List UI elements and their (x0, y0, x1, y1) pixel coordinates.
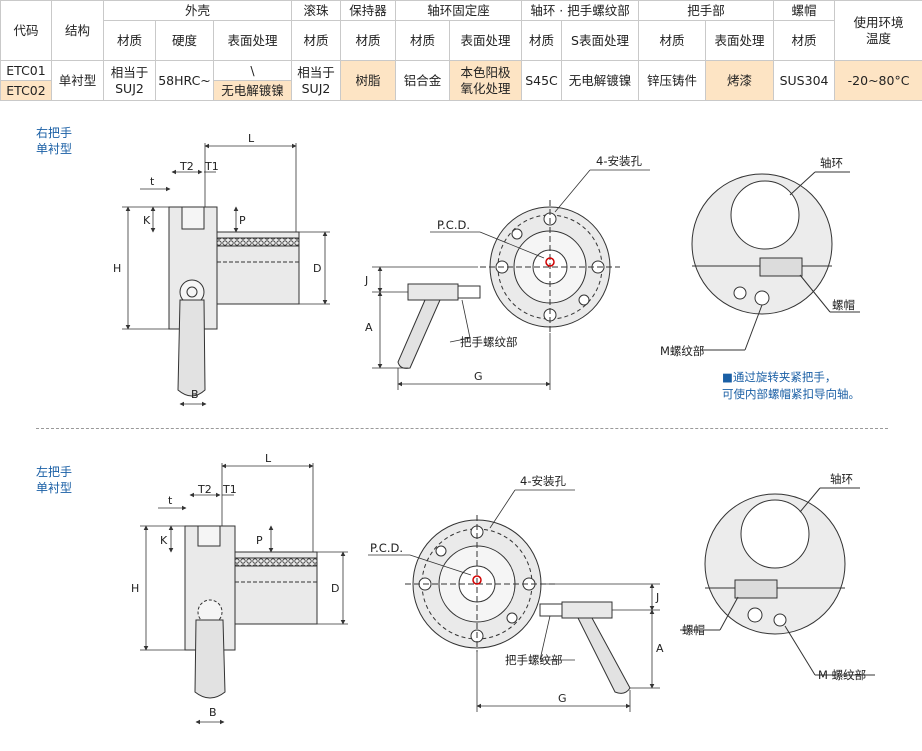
svg-text:t: t (150, 175, 155, 188)
shell-material: 相当于SUJ2 (103, 60, 156, 101)
svg-text:H: H (113, 262, 121, 275)
code-etc02: ETC02 (0, 80, 52, 101)
detail-view-right-labels: 轴环 螺帽 M螺纹部 (660, 156, 855, 358)
svg-text:B: B (191, 388, 199, 401)
sub-surface: 表面处理 (705, 20, 775, 61)
svg-text:M 螺纹部: M 螺纹部 (818, 668, 866, 682)
detail-view-left-labels: 轴环 螺帽 M 螺纹部 (682, 472, 866, 682)
svg-text:H: H (131, 582, 139, 595)
shell-surface-2: 无电解镀镍 (213, 80, 292, 101)
hdr-handle: 把手部 (638, 0, 775, 21)
svg-text:T1: T1 (204, 160, 219, 173)
svg-text:J: J (655, 591, 659, 604)
svg-text:P.C.D.: P.C.D. (370, 541, 403, 555)
section-caption-left: 左把手 单衬型 (36, 465, 73, 495)
svg-text:A: A (365, 321, 373, 334)
hdr-code: 代码 (0, 0, 52, 61)
sub-s-surface: S表面处理 (561, 20, 640, 61)
side-view-right-dims (122, 143, 330, 407)
sub-material: 材质 (638, 20, 707, 61)
handle-material: 锌压铸件 (638, 60, 707, 101)
side-view-left-dims (140, 463, 348, 725)
sub-material: 材质 (395, 20, 450, 61)
svg-text:4-安装孔: 4-安装孔 (596, 154, 642, 168)
spec-table: 代码 结构 外壳 滚珠 保持器 轴环固定座 轴环 · 把手螺纹部 把手部 螺帽 … (0, 0, 922, 101)
svg-text:L: L (265, 452, 272, 465)
svg-text:把手螺纹部: 把手螺纹部 (460, 335, 518, 349)
svg-text:K: K (143, 214, 151, 227)
side-view-right (168, 206, 300, 397)
sub-surface: 表面处理 (448, 20, 523, 61)
svg-text:B: B (209, 706, 217, 719)
svg-text:G: G (474, 370, 483, 383)
svg-text:T2: T2 (197, 483, 212, 496)
detail-view-right (691, 171, 860, 351)
svg-text:P.C.D.: P.C.D. (437, 218, 470, 232)
svg-text:P: P (256, 534, 263, 547)
side-view-right-labels: L T2 T1 t K P H D B (113, 132, 321, 401)
ring-surface: 无电解镀镍 (561, 60, 640, 101)
svg-text:J: J (364, 274, 368, 287)
hdr-struct: 结构 (51, 0, 104, 61)
front-view-left-dims (368, 489, 660, 712)
sub-surface: 表面处理 (213, 20, 292, 61)
svg-text:D: D (331, 582, 339, 595)
front-view-right-dims (372, 169, 650, 390)
svg-text:A: A (656, 642, 664, 655)
shell-hardness: 58HRC~ (155, 60, 214, 101)
svg-text:螺帽: 螺帽 (682, 623, 705, 637)
hdr-ring: 轴环 · 把手螺纹部 (521, 0, 640, 21)
svg-text:T1: T1 (222, 483, 237, 496)
svg-text:4-安装孔: 4-安装孔 (520, 474, 566, 488)
svg-text:G: G (558, 692, 567, 705)
struct-value: 单衬型 (51, 60, 104, 101)
cap-material: SUS304 (773, 60, 836, 101)
handle-surface: 烤漆 (705, 60, 775, 101)
code-etc01: ETC01 (0, 60, 52, 81)
temp-value: -20~80°C (834, 60, 922, 101)
side-view-left (184, 525, 318, 699)
sub-material: 材质 (103, 20, 156, 61)
svg-text:轴环: 轴环 (820, 156, 843, 170)
section-divider (36, 428, 888, 429)
front-view-right (397, 200, 620, 369)
svg-text:D: D (313, 262, 321, 275)
svg-text:P: P (239, 214, 246, 227)
svg-text:轴环: 轴环 (830, 472, 853, 486)
svg-text:M螺纹部: M螺纹部 (660, 344, 704, 358)
svg-text:把手螺纹部: 把手螺纹部 (505, 653, 563, 667)
svg-text:L: L (248, 132, 255, 145)
front-view-left (405, 515, 631, 694)
svg-text:K: K (160, 534, 168, 547)
collar-surface: 本色阳极氧化处理 (448, 60, 523, 101)
detail-view-left (680, 487, 875, 676)
clamp-note: ■通过旋转夹紧把手， 可使内部螺帽紧扣导向轴。 (722, 370, 860, 401)
hdr-temp: 使用环境温度 (834, 0, 922, 61)
svg-text:t: t (168, 494, 173, 507)
svg-text:螺帽: 螺帽 (832, 298, 855, 312)
sub-hardness: 硬度 (155, 20, 214, 61)
svg-text:T2: T2 (179, 160, 194, 173)
front-view-right-labels: P.C.D. 4-安装孔 把手螺纹部 J A G (364, 154, 642, 383)
section-caption-right: 右把手 单衬型 (36, 126, 73, 156)
side-view-left-labels: L T2 T1 t K P H D B (131, 452, 339, 719)
front-view-left-labels: P.C.D. 4-安装孔 把手螺纹部 J A G (370, 474, 664, 705)
